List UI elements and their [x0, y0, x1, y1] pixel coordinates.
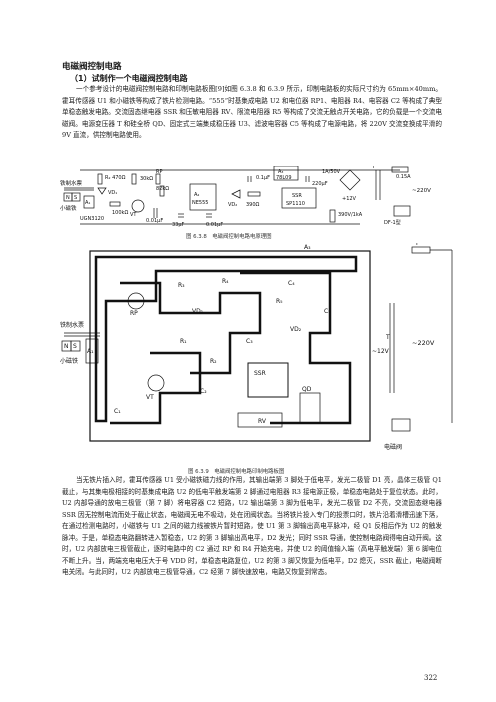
fig1-rv: 390V/1kA: [338, 212, 363, 218]
fig1-a3: A₃: [278, 169, 283, 175]
fig2-c2: C₂: [200, 388, 207, 395]
fig2-vt: VT: [146, 394, 154, 401]
fig2-ssr: SSR: [254, 370, 266, 377]
fig1-magnet: 小磁铁: [60, 204, 77, 212]
fig1-vt: VT: [130, 212, 137, 218]
fig1-r3: 30kΩ: [140, 176, 153, 182]
fig1-r4: 82kΩ: [156, 186, 169, 192]
fig2-magnet: 小磁铁: [60, 357, 78, 365]
fig1-vd1: VD₁: [108, 190, 117, 196]
fig2-c1: C₁: [114, 408, 121, 415]
fig1-ns-s: S: [74, 195, 77, 201]
fig2-rail-label: 铁制水票: [60, 321, 84, 329]
page-number: 322: [424, 674, 438, 682]
intro-paragraph: 一个参考设计的电磁阀控制电路和印制电路板图[9]如图 6.3.8 和 6.3.9…: [62, 85, 442, 139]
fig1-c4: 0.1μF: [256, 175, 270, 181]
fig1-qd: 1A/50V: [322, 169, 341, 175]
fig1-a2: A₂: [194, 192, 199, 198]
fig1-r1: 100kΩ: [112, 210, 128, 216]
fig1-ssrv: SP1110: [286, 201, 305, 207]
fig2-r4: R₄: [222, 278, 229, 285]
fig2-a1: A₁: [87, 348, 94, 355]
fig2-qd: QD: [302, 386, 312, 393]
fig2-rp: RP: [130, 310, 138, 317]
fig2-r1: R₁: [180, 338, 187, 345]
fig2-r2: R₂: [210, 358, 217, 365]
fig2-c4: C₄: [288, 280, 295, 287]
fig2-c3: C₃: [246, 338, 253, 345]
fig2-r5: R₅: [276, 298, 283, 305]
fig1-c5: 220μF: [312, 181, 328, 187]
body-paragraph: 当无铁片插入时，霍耳传感器 U1 受小磁铁磁力线的作用，其输出端第 3 脚处于低…: [62, 476, 442, 576]
fig1-rp: RP: [156, 169, 163, 175]
fig1-valve: DF-1型: [384, 219, 401, 226]
fig2-r3: R₃: [178, 282, 185, 289]
fig1-c2: 33μF: [172, 222, 185, 228]
fig1-ac: ~220V: [412, 188, 431, 194]
fig1-a1: A₁: [85, 200, 90, 206]
pcb-diagram: SSR RV QD VT RP R₃ R₁ R₂ R₄ R₅ C₄ C₅ C₂ …: [60, 243, 453, 451]
fig1-vd2: VD₂: [228, 202, 237, 208]
schematic-diagram: 铁制水票 N S 小磁铁 A₁ UGN3120 R₂ 470Ω VD₁ 100k…: [60, 166, 431, 228]
fig1-ssr: SSR: [292, 193, 302, 199]
fig2-c5: C₅: [324, 308, 331, 315]
fig2-vdc: ~12V: [372, 348, 390, 355]
fig2-vd2: VD₂: [290, 326, 302, 333]
fig2-t: T: [385, 334, 390, 341]
fig2-valve: 电磁阀: [384, 443, 402, 451]
fig1-r5: 390Ω: [246, 202, 260, 208]
fig2-a3: A₃: [304, 244, 311, 251]
section-title: 电磁阀控制电路: [62, 62, 122, 72]
fig1-c1: 0.01μF: [146, 218, 163, 224]
fig2-ac: ~220V: [412, 339, 435, 347]
fig2-fuse: F: [416, 243, 420, 247]
subsection-title: （1）试制作一个电磁阀控制电路: [70, 74, 188, 83]
fig1-vdc: +12V: [342, 196, 357, 202]
fig2-ns-n: N: [64, 343, 69, 350]
fig1-fuse: 0.15A: [396, 174, 411, 180]
fig1-rail-label: 铁制水票: [60, 179, 83, 187]
fig2-ns-s: S: [73, 343, 77, 350]
fig1-a2v: NE555: [192, 200, 208, 206]
figure2-caption: 图 6.3.9 电磁阀控制电路印制电路板图: [188, 469, 285, 475]
fig2-vd1: VD₁: [192, 308, 204, 315]
figure1-caption: 图 6.3.8 电磁阀控制电路电原理图: [186, 234, 272, 240]
fig1-t: T: [371, 166, 376, 170]
fig1-c3: 0.01μF: [206, 222, 223, 228]
fig2-rv: RV: [258, 418, 267, 425]
fig1-a3v: 78L09: [276, 175, 292, 181]
fig1-ns-n: N: [66, 195, 70, 201]
fig1-u1: UGN3120: [80, 216, 104, 222]
fig1-r2: R₂ 470Ω: [105, 175, 126, 181]
